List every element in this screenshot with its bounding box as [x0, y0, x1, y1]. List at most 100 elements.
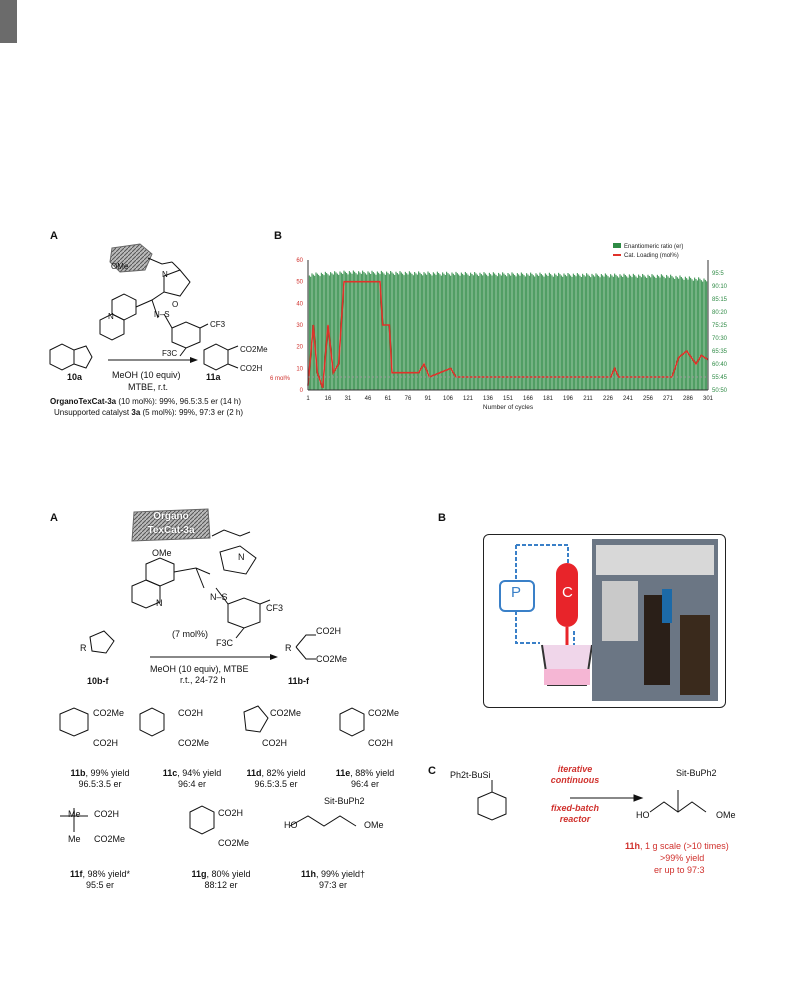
11c-co2h: CO2H — [178, 708, 204, 718]
11h-ome: OMe — [364, 820, 384, 830]
x-axis-title: Number of cycles — [483, 404, 534, 411]
product-11h-caption: 11h, 99% yield† — [300, 869, 366, 879]
y-right-tick-label: 90:10 — [712, 284, 728, 290]
panel-c-scheme — [477, 780, 707, 821]
panel-a-label: A — [50, 230, 58, 242]
cond-line-2: r.t., 24-72 h — [180, 675, 226, 685]
product-11b-er: 96.5:3.5 er — [78, 779, 122, 789]
product-11g-er: 88:12 er — [204, 880, 238, 890]
n-label-2: N — [238, 552, 245, 562]
cf3-top-label: CF3 — [210, 320, 226, 329]
x-tick-label: 106 — [443, 396, 454, 402]
11d-co2me: CO2Me — [270, 708, 302, 718]
product-11f-er: 95:5 er — [85, 880, 115, 890]
11f-co2me: CO2Me — [94, 834, 126, 844]
c-product-silyl: Sit-BuPh2 — [676, 768, 717, 778]
product-11h-er: 97:3 er — [318, 880, 348, 890]
sulfonyl-o-label: O — [172, 300, 179, 309]
page-tab-marker — [0, 0, 17, 43]
x-tick-label: 211 — [583, 396, 593, 402]
annotation-6mol: 6 mol% — [270, 376, 291, 382]
y-right-tick-label: 95:5 — [712, 271, 724, 277]
quinoline-n-label: N — [108, 312, 114, 321]
reaction-row-bottom — [89, 630, 316, 660]
column-icon — [556, 563, 578, 627]
product-11f-caption: 11f, 98% yield* — [69, 869, 131, 879]
product-11c-caption: 11c, 94% yield — [162, 768, 222, 778]
x-tick-label: 16 — [325, 396, 332, 402]
product-structures — [59, 705, 365, 835]
loading-label: (7 mol%) — [172, 629, 209, 639]
flow-reactor-panel: P C — [483, 534, 726, 708]
product-11d-caption: 11d, 82% yield — [246, 768, 306, 778]
11b-co2h: CO2H — [93, 738, 119, 748]
y-left-tick-label: 60 — [296, 258, 303, 264]
x-tick-label: 1 — [306, 396, 310, 402]
y-right-tick-label: 65:35 — [712, 349, 728, 355]
quinuclidine-n-label: N — [162, 270, 168, 279]
x-tick-label: 76 — [405, 396, 412, 402]
x-tick-label: 301 — [703, 396, 714, 402]
pump-icon — [499, 580, 535, 612]
11e-co2me: CO2Me — [368, 708, 400, 718]
legend-label-er: Enantiomeric ratio (er) — [624, 244, 683, 250]
organotexcat-tag: Organo TexCat-3a — [130, 508, 212, 542]
y-left-tick-label: 20 — [296, 345, 303, 351]
x-tick-label: 271 — [663, 396, 674, 402]
cf3-label-2: CF3 — [266, 603, 284, 613]
11d-co2h: CO2H — [262, 738, 288, 748]
legend-swatch-er — [613, 243, 621, 248]
y-right-tick-label: 80:20 — [712, 310, 728, 316]
prod-co2me: CO2Me — [316, 654, 348, 664]
loading-line — [307, 280, 709, 389]
tag-line-2: TexCat-3a — [147, 525, 195, 536]
column-label: C — [562, 584, 573, 601]
c-result-line-3: er up to 97:3 — [654, 865, 705, 875]
r-label-sm: R — [80, 643, 87, 653]
y-left-tick-label: 50 — [296, 280, 303, 286]
y-left-tick-label: 10 — [296, 366, 303, 372]
conditions-line-1: MeOH (10 equiv) — [112, 370, 181, 380]
x-tick-label: 31 — [345, 396, 352, 402]
11e-co2h: CO2H — [368, 738, 394, 748]
x-tick-label: 136 — [483, 396, 494, 402]
c-product-ho: HO — [636, 810, 650, 820]
product-11c-er: 96:4 er — [177, 779, 207, 789]
f3c-label: F3C — [162, 349, 178, 358]
quinoline-n-2: N — [156, 598, 163, 608]
conditions-line-2: MTBE, r.t. — [128, 382, 169, 392]
tag-line-1: Organo — [153, 511, 189, 522]
11c-co2me: CO2Me — [178, 738, 210, 748]
x-tick-label: 166 — [523, 396, 534, 402]
panel2-b-label: B — [438, 512, 446, 524]
scheme-a-bottom-catalyst — [131, 529, 271, 639]
y-right-tick-label: 75:25 — [712, 323, 728, 329]
y-right-tick-label: 60:40 — [712, 362, 728, 368]
pump-label: P — [511, 584, 522, 601]
caption-line-1: OrganoTexCat-3a (10 mol%): 99%, 96.5:3.5… — [50, 397, 242, 406]
y-left-tick-label: 30 — [296, 323, 303, 329]
11f-me-2: Me — [68, 834, 81, 844]
11g-co2me: CO2Me — [218, 838, 250, 848]
compound-11a-label: 11a — [206, 372, 221, 382]
y-right-tick-label: 50:50 — [712, 388, 728, 394]
sulfonamide-label: N–S — [154, 310, 170, 319]
product-11b-caption: 11b, 99% yield — [70, 768, 130, 778]
y-left-tick-label: 40 — [296, 301, 303, 307]
x-tick-label: 196 — [563, 396, 574, 402]
x-tick-label: 121 — [463, 396, 474, 402]
ome-label-2: OMe — [152, 548, 172, 558]
sulfonamide-label-2: N–S — [210, 592, 228, 602]
11g-co2h: CO2H — [218, 808, 244, 818]
product-11g-caption: 11g, 80% yield — [191, 869, 251, 879]
c-arrow-line-4: reactor — [559, 814, 591, 824]
y-left-tick-label: 0 — [300, 388, 304, 394]
product-co2me-label: CO2Me — [240, 345, 268, 354]
prod-co2h: CO2H — [316, 626, 342, 636]
panel-b-label: B — [274, 230, 282, 242]
sm-10bf-label: 10b-f — [87, 676, 109, 686]
y-right-tick-label: 55:45 — [712, 375, 728, 381]
c-arrow-line-1: iterative — [557, 764, 593, 774]
y-right-tick-label: 70:30 — [712, 336, 728, 342]
